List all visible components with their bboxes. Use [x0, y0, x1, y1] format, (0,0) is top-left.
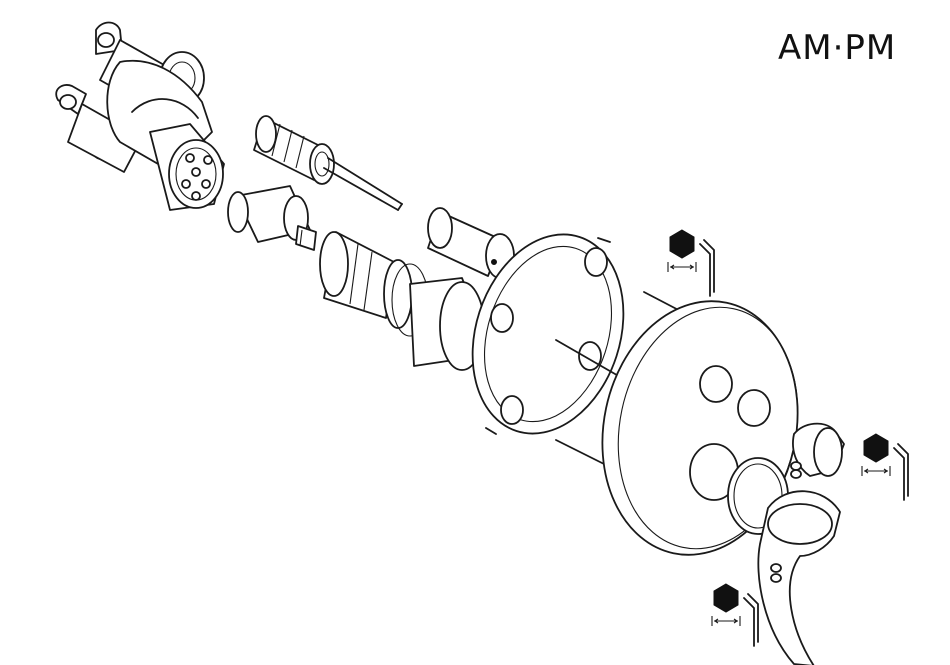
diverter-knob: [791, 424, 844, 478]
lever-handle: [758, 491, 840, 665]
brand-logo: AM·PM: [778, 28, 896, 68]
extension-sleeve: [428, 208, 514, 278]
ceramic-cartridge: [228, 186, 316, 250]
hex-key-icon: [668, 230, 714, 296]
hex-key-icon: [862, 434, 908, 500]
mixer-body: [56, 23, 224, 211]
hex-key-icon: [712, 584, 758, 646]
